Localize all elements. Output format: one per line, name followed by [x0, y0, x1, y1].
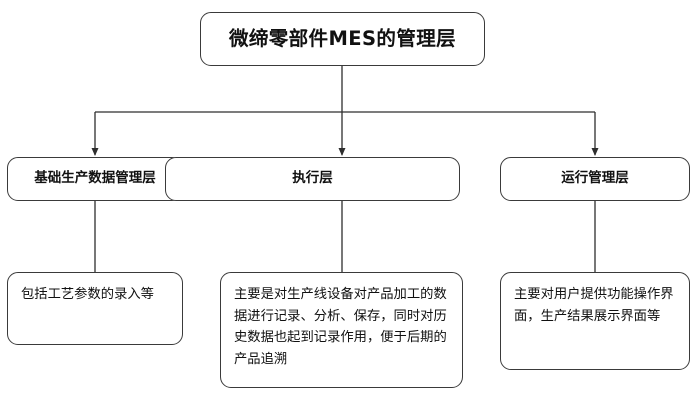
node-layer-basic-label: 基础生产数据管理层: [34, 170, 156, 187]
node-root-management-layer[interactable]: 微缔零部件MES的管理层: [200, 12, 485, 66]
node-description-run-text: 主要对用户提供功能操作界面，生产结果展示界面等: [514, 287, 674, 324]
node-root-label: 微缔零部件MES的管理层: [228, 27, 457, 51]
node-description-exec[interactable]: 主要是对生产线设备对产品加工的数据进行记录、分析、保存，同时对历史数据也起到记录…: [220, 272, 463, 388]
node-description-exec-text: 主要是对生产线设备对产品加工的数据进行记录、分析、保存，同时对历史数据也起到记录…: [234, 287, 447, 367]
node-layer-run-label: 运行管理层: [561, 170, 629, 187]
node-description-basic-text: 包括工艺参数的录入等: [21, 287, 154, 302]
node-layer-basic-production-data[interactable]: 基础生产数据管理层: [7, 157, 183, 201]
node-layer-exec-label: 执行层: [292, 170, 333, 187]
node-description-basic[interactable]: 包括工艺参数的录入等: [7, 272, 183, 345]
node-description-run[interactable]: 主要对用户提供功能操作界面，生产结果展示界面等: [500, 272, 690, 370]
node-layer-execution[interactable]: 执行层: [165, 157, 460, 201]
node-layer-operation-management[interactable]: 运行管理层: [500, 157, 690, 201]
